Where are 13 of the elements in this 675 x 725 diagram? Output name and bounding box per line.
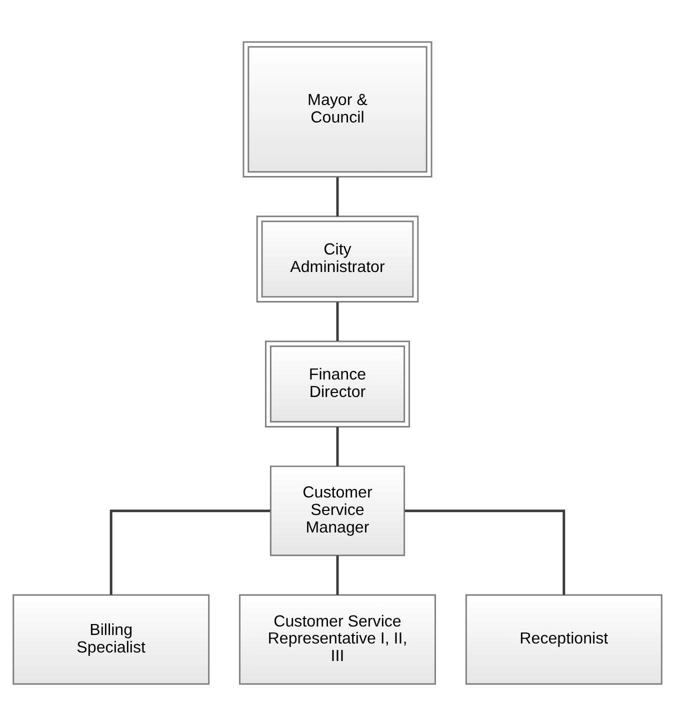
connector xyxy=(404,509,566,594)
node-box: City Administrator xyxy=(256,215,419,302)
connector xyxy=(110,509,270,594)
connector xyxy=(336,176,339,216)
connector xyxy=(336,554,339,594)
node-box: Mayor & Council xyxy=(242,40,432,178)
node-box: Billing Specialist xyxy=(12,594,210,684)
node-box: Finance Director xyxy=(265,340,410,427)
connector xyxy=(336,302,339,340)
connector xyxy=(336,426,339,466)
node-box: Customer Service Manager xyxy=(270,465,406,556)
node-box: Receptionist xyxy=(465,594,662,684)
node-box: Customer Service Representative I, II, III xyxy=(239,594,436,684)
